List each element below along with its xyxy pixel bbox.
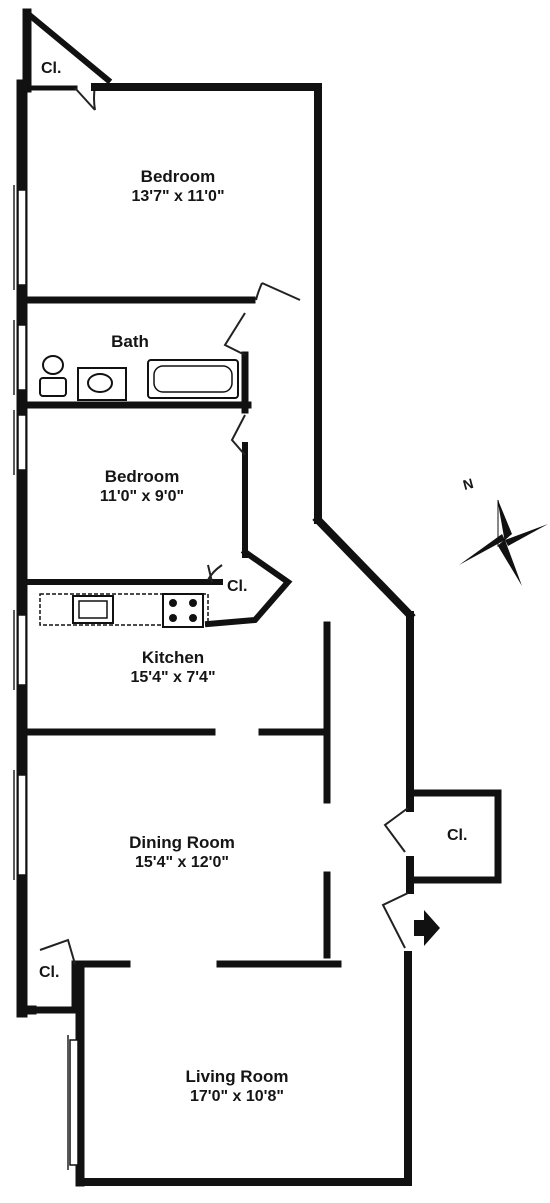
living-room-label: Living Room 17'0" x 10'8" (186, 1067, 289, 1107)
dining-room-label: Dining Room 15'4" x 12'0" (129, 833, 235, 873)
kitchen-closet-label: Cl. (227, 578, 248, 595)
bedroom-1-dimensions: 13'7" x 11'0" (131, 188, 225, 206)
top-closet-label: Cl. (41, 60, 62, 77)
entry-arrow-icon (414, 910, 440, 946)
dining-room-dimensions: 15'4" x 12'0" (135, 854, 229, 872)
living-room-name: Living Room (185, 1067, 289, 1086)
bedroom-2-walls (24, 414, 248, 585)
bedroom-2-label: Bedroom 11'0" x 9'0" (100, 467, 184, 507)
bath-label: Bath (111, 332, 149, 352)
compass-rose-icon (459, 499, 548, 586)
living-room-walls (67, 960, 412, 1187)
bedroom-2-name: Bedroom (104, 467, 180, 486)
kitchen-fixtures (39, 593, 209, 628)
hall-closet-walls (383, 789, 502, 884)
bedroom-1-walls (23, 83, 322, 304)
living-room-dimensions: 17'0" x 10'8" (190, 1088, 284, 1106)
kitchen-label: Kitchen 15'4" x 7'4" (130, 648, 215, 688)
dining-living-divider (17, 938, 342, 1015)
kitchen-closet-walls (204, 547, 293, 628)
top-closet-walls (22, 8, 113, 111)
bath-walls (23, 312, 252, 414)
west-exterior-wall (13, 79, 28, 1018)
bedroom-2-dimensions: 11'0" x 9'0" (99, 488, 185, 506)
entrance-door (381, 892, 412, 1186)
hall-closet-label: Cl. (447, 827, 468, 844)
hallway-walls (312, 296, 416, 959)
bedroom-1-name: Bedroom (140, 167, 216, 186)
dining-room-name: Dining Room (129, 833, 235, 852)
bedroom-1-label: Bedroom 13'7" x 11'0" (131, 167, 224, 207)
kitchen-dimensions: 15'4" x 7'4" (130, 669, 216, 687)
bath-name: Bath (111, 332, 149, 351)
living-closet-label: Cl. (39, 964, 60, 981)
kitchen-name: Kitchen (141, 648, 205, 667)
